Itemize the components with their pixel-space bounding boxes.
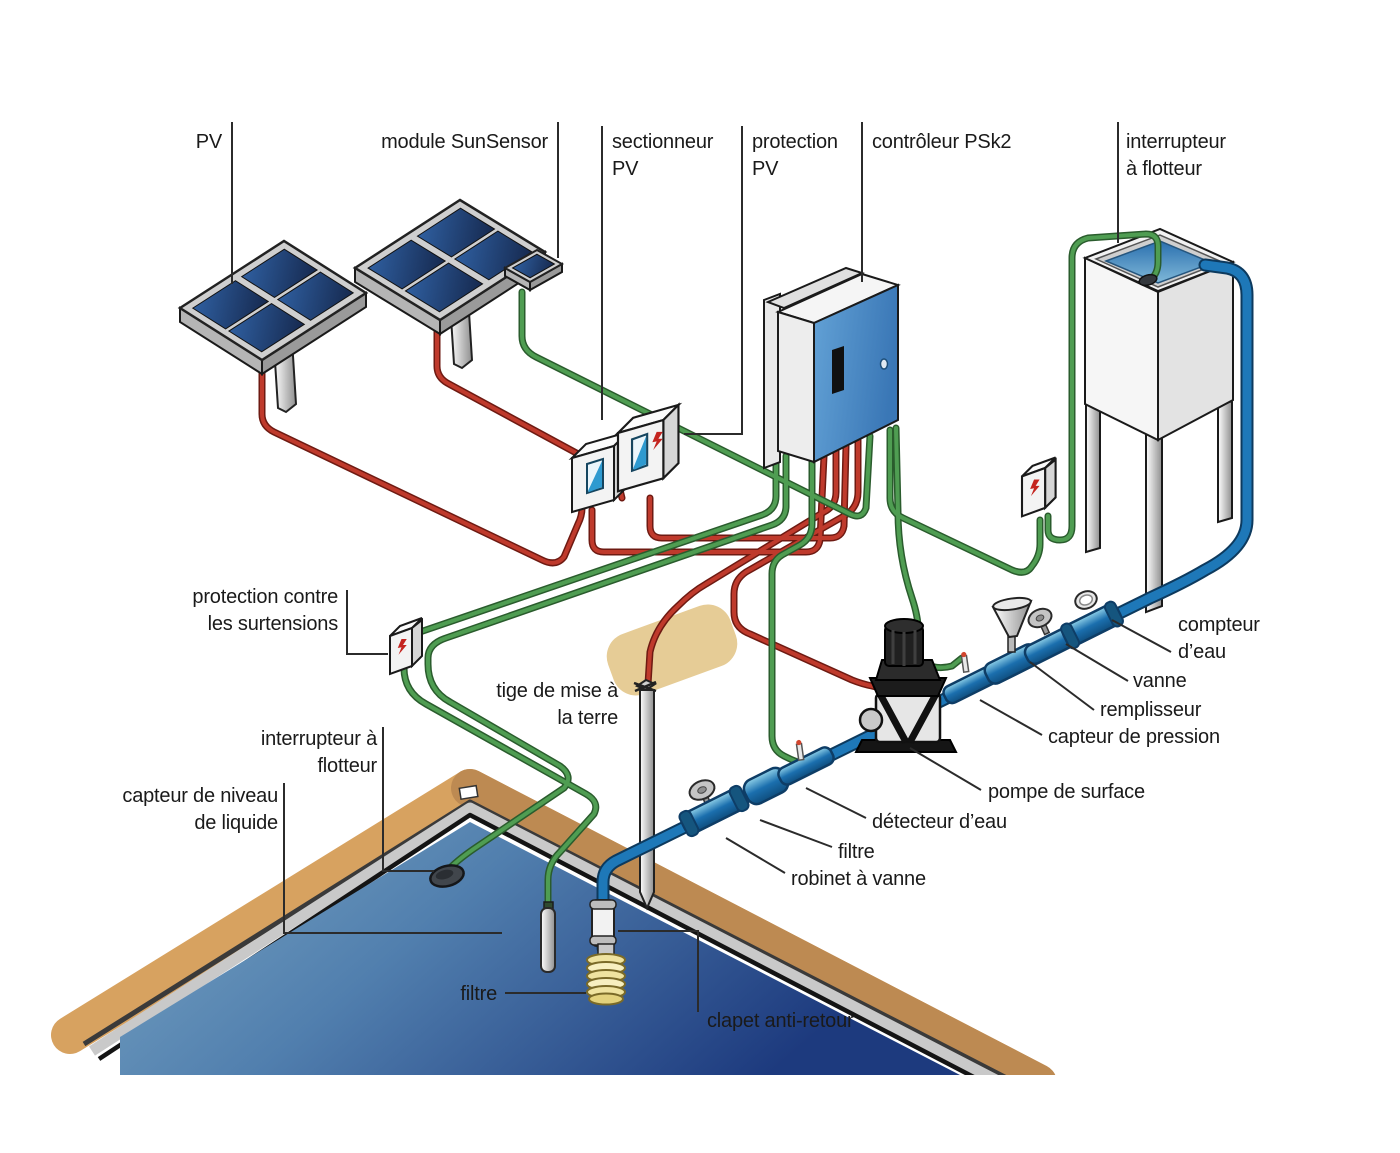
tank-float-switch (1138, 273, 1158, 287)
water-tank (1082, 227, 1236, 614)
label-capteur-niveau: capteur de niveau de liquide (122, 785, 278, 834)
water-detector (777, 739, 835, 786)
label-controleur: contrôleur PSk2 (872, 131, 1012, 153)
sand-patch (606, 604, 738, 696)
tank-surge-box (1022, 458, 1056, 517)
level-sensor (540, 901, 556, 973)
valve (1023, 607, 1077, 666)
label-pv: PV (195, 131, 222, 153)
label-module-sunsensor: module SunSensor (381, 131, 548, 153)
label-protection-surtensions: protection contre les surtensions (192, 586, 338, 635)
surface-pump (854, 618, 958, 753)
check-valve (589, 899, 617, 947)
controller-box (763, 266, 901, 470)
gate-valve (678, 779, 750, 838)
solar-panel-1 (180, 241, 366, 412)
leader-lines (231, 122, 1172, 1012)
label-filtre-bassin: filtre (460, 983, 497, 1005)
label-vanne: vanne (1133, 670, 1187, 692)
label-robinet-vanne: robinet à vanne (791, 868, 926, 890)
pump-port (858, 707, 884, 733)
label-compteur-eau: compteur d’eau (1178, 614, 1260, 663)
label-filtre-conduite: filtre (838, 841, 875, 863)
label-interrupteur-flotteur-bassin: interrupteur à flotteur (260, 728, 377, 777)
filler-funnel (983, 596, 1041, 685)
label-interrupteur-flotteur-reservoir: interrupteur à flotteur (1126, 131, 1226, 180)
label-clapet-anti-retour: clapet anti-retour (707, 1010, 854, 1032)
surge-protector-box (390, 618, 422, 674)
label-protection-pv: protection PV (752, 131, 838, 180)
label-remplisseur: remplisseur (1100, 699, 1202, 721)
label-capteur-pression: capteur de pression (1048, 726, 1220, 748)
pv-protection-box (614, 402, 683, 493)
pond-float-switch (429, 864, 465, 888)
label-sectionneur-pv: sectionneur PV (612, 131, 714, 180)
foot-filter (586, 943, 626, 1006)
solar-panel-2 (355, 200, 545, 368)
sunsensor-module (505, 250, 562, 290)
label-tige-terre: tige de mise à la terre (496, 680, 618, 729)
water-meter (1060, 590, 1124, 650)
door-handle (879, 358, 889, 370)
rim-clamp (458, 784, 479, 801)
label-detecteur-eau: détecteur d’eau (872, 811, 1007, 833)
label-pompe-surface: pompe de surface (988, 781, 1145, 803)
controller-vent (832, 346, 844, 394)
